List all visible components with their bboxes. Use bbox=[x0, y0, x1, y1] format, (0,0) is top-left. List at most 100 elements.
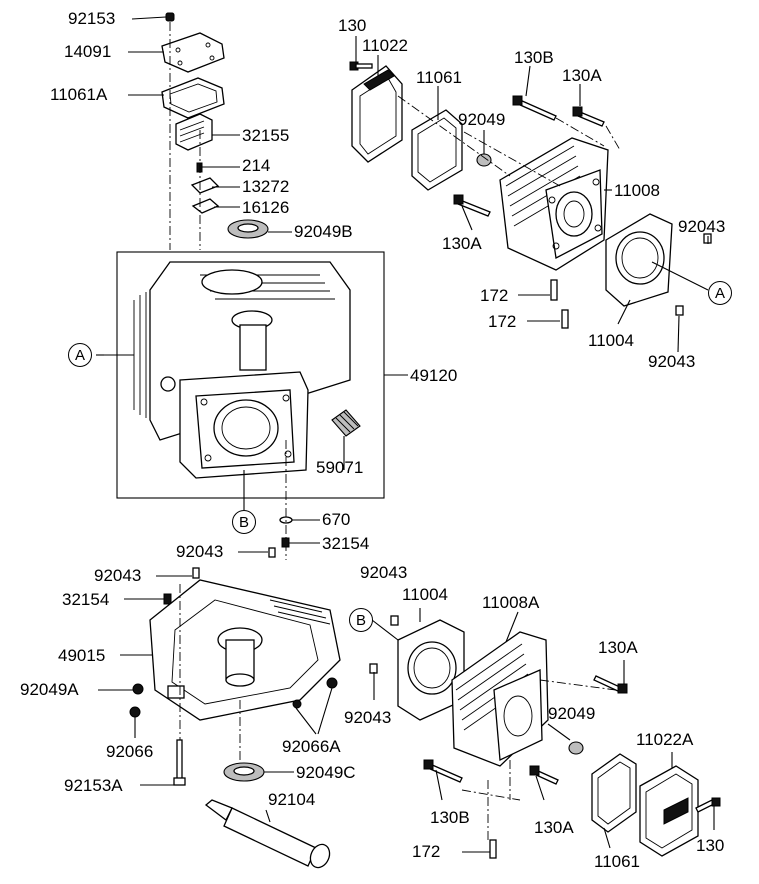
label-13272: 13272 bbox=[242, 177, 290, 196]
dowel-92043-left bbox=[192, 567, 200, 579]
label-92049A: 92049A bbox=[20, 680, 79, 699]
label-130A-bot2: 130A bbox=[534, 818, 574, 837]
cover-11022 bbox=[351, 65, 403, 163]
label-92049-bot: 92049 bbox=[548, 704, 596, 723]
label-92043-bl2: 92043 bbox=[344, 708, 392, 727]
label-92066: 92066 bbox=[106, 742, 154, 761]
label-49015: 49015 bbox=[58, 646, 106, 665]
label-92043-left: 92043 bbox=[94, 566, 142, 585]
label-11022A: 11022A bbox=[636, 730, 694, 749]
label-214: 214 bbox=[242, 156, 271, 175]
label-92049B: 92049B bbox=[294, 222, 353, 241]
bolt-172-b bbox=[561, 309, 569, 329]
label-92043-low: 92043 bbox=[648, 352, 696, 371]
label-130-top: 130 bbox=[338, 16, 367, 35]
label-92043-top: 92043 bbox=[678, 217, 726, 236]
label-92043-mid: 92043 bbox=[176, 542, 224, 561]
label-130A-top: 130A bbox=[562, 66, 602, 85]
bolt-92153A bbox=[173, 739, 186, 786]
crankcase-lower-49015 bbox=[149, 579, 341, 721]
label-11004-top: 11004 bbox=[588, 331, 635, 350]
label-92043-bl: 92043 bbox=[360, 563, 408, 582]
callout-B-bot: B bbox=[349, 608, 373, 632]
label-172-bot: 172 bbox=[412, 842, 441, 861]
dowel-92043-bl2 bbox=[369, 663, 378, 674]
label-130A-bot: 130A bbox=[598, 638, 638, 657]
label-59071: 59071 bbox=[316, 458, 364, 477]
bolt-130A-bot bbox=[593, 675, 628, 694]
filter-59071 bbox=[331, 409, 361, 437]
pin-32154-right bbox=[281, 537, 290, 548]
label-14091: 14091 bbox=[64, 42, 112, 61]
head-11008A bbox=[451, 631, 549, 767]
dowel-92043-mid bbox=[268, 547, 276, 558]
cover-11022A bbox=[639, 765, 699, 857]
label-92049C: 92049C bbox=[296, 763, 356, 782]
breather-32155 bbox=[175, 113, 213, 151]
bolt-130-top bbox=[349, 61, 373, 71]
bolt-130A-mid bbox=[453, 194, 491, 217]
label-172-a: 172 bbox=[480, 286, 509, 305]
gasket-11061A bbox=[161, 77, 225, 119]
bolt-130A-top bbox=[572, 106, 605, 127]
label-670: 670 bbox=[322, 510, 351, 529]
valve-16126 bbox=[191, 198, 220, 214]
crankcase-49120 bbox=[133, 261, 351, 479]
label-32154-left: 32154 bbox=[62, 590, 110, 609]
label-11061-top: 11061 bbox=[416, 68, 463, 87]
screw-214 bbox=[196, 162, 203, 173]
label-11008A: 11008A bbox=[482, 593, 540, 612]
label-11004-bot: 11004 bbox=[402, 585, 449, 604]
bolt-130-bot bbox=[695, 797, 721, 813]
sealant-tube-92104 bbox=[204, 799, 331, 869]
plug-92066A bbox=[292, 677, 338, 709]
bolt-130A-bot2 bbox=[529, 765, 559, 785]
label-11022: 11022 bbox=[362, 36, 409, 55]
dowel-92043-bl bbox=[390, 615, 399, 626]
label-92049-top: 92049 bbox=[458, 110, 506, 129]
label-92153: 92153 bbox=[68, 9, 116, 28]
label-92153A: 92153A bbox=[64, 776, 123, 795]
gasket-11004-top bbox=[605, 213, 673, 307]
label-16126: 16126 bbox=[242, 198, 290, 217]
label-130B-top: 130B bbox=[514, 48, 554, 67]
seal-92049B bbox=[227, 219, 269, 239]
bolt-92153 bbox=[165, 12, 175, 22]
bolt-172-bot bbox=[489, 839, 497, 859]
label-130-bot: 130 bbox=[696, 836, 725, 855]
label-172-b: 172 bbox=[488, 312, 517, 331]
head-11008 bbox=[499, 137, 609, 271]
label-92104: 92104 bbox=[268, 790, 316, 809]
gasket-11004-bot bbox=[397, 619, 465, 721]
center-lines-head-top bbox=[397, 95, 621, 187]
bolt-172-a bbox=[550, 279, 558, 301]
label-49120: 49120 bbox=[410, 366, 458, 385]
center-line-cover bbox=[169, 22, 201, 250]
label-11061A: 11061A bbox=[50, 85, 108, 104]
label-11008: 11008 bbox=[614, 181, 661, 200]
label-130B-bot: 130B bbox=[430, 808, 470, 827]
seal-92049C bbox=[223, 762, 265, 782]
label-130A-mid: 130A bbox=[442, 234, 482, 253]
label-11061-bot: 11061 bbox=[594, 852, 641, 871]
cover-14091 bbox=[161, 32, 225, 73]
plate-13272 bbox=[190, 177, 220, 194]
plug-92066 bbox=[129, 706, 141, 718]
label-32155: 32155 bbox=[242, 126, 290, 145]
label-92066A: 92066A bbox=[282, 737, 341, 756]
label-32154-right: 32154 bbox=[322, 534, 370, 553]
plug-92049-bot bbox=[568, 741, 584, 755]
plug-92049-top bbox=[476, 153, 492, 167]
dowel-92043-lower-r bbox=[675, 305, 684, 316]
gasket-11061-bot bbox=[591, 753, 637, 833]
gasket-11061-top bbox=[411, 109, 463, 191]
callout-B-top: B bbox=[232, 510, 256, 534]
center-lines-head-bot bbox=[461, 679, 617, 840]
callout-A-left: A bbox=[68, 343, 92, 367]
bolt-130B-bot bbox=[423, 759, 463, 783]
leader-lines bbox=[96, 16, 715, 853]
pin-32154-left bbox=[163, 593, 172, 605]
bolt-130B-top bbox=[512, 95, 557, 121]
